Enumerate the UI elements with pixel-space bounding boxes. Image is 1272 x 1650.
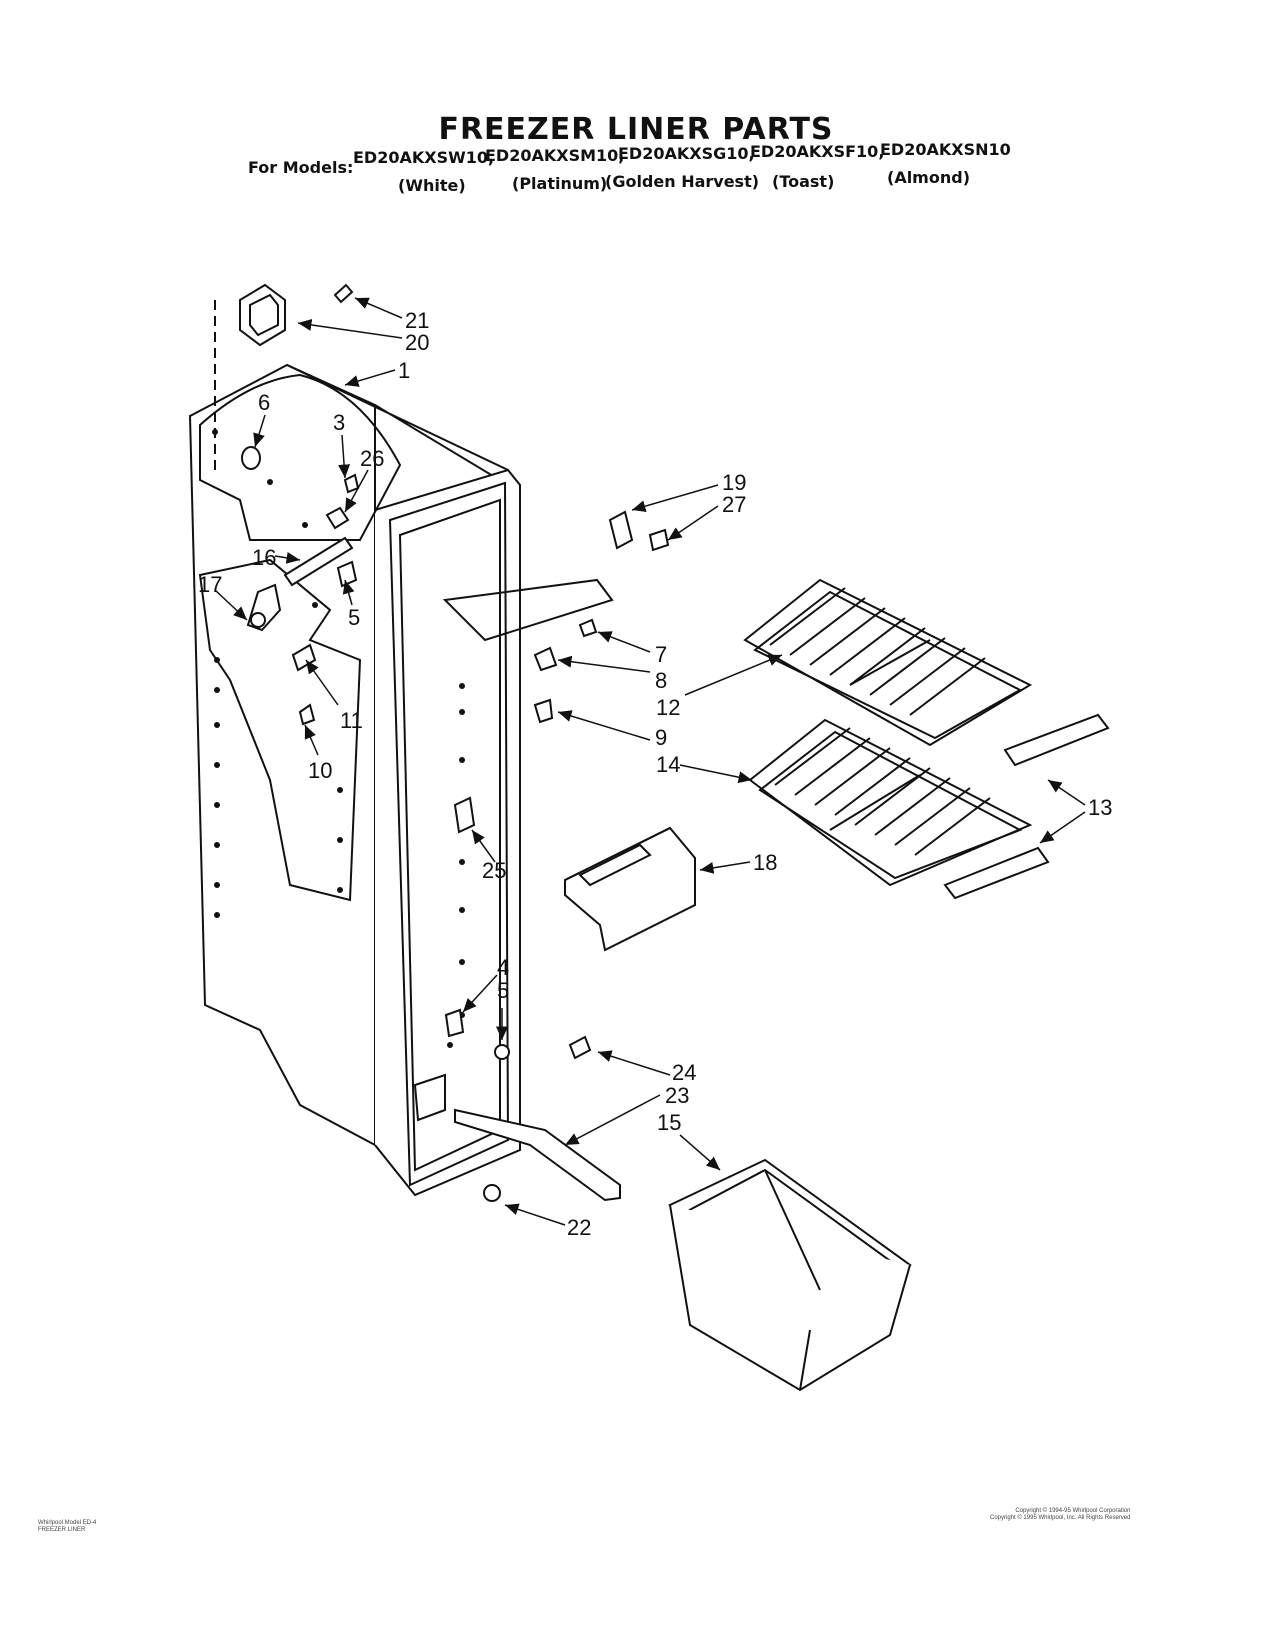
footer-right-line1: Copyright © 1994-95 Whirlpool Corporatio… — [1015, 1508, 1131, 1514]
freezer-shelf-upper — [743, 578, 1033, 747]
callout-numbers: 21 20 1 6 3 26 16 17 5 11 10 19 27 7 8 1… — [198, 308, 1112, 1240]
callout-21: 21 — [405, 308, 429, 333]
bottom-rail — [454, 1108, 621, 1202]
shelf-rails — [943, 713, 1110, 900]
callout-11: 11 — [340, 708, 363, 733]
footer-right-line2: Copyright © 1995 Whirlpool, Inc. All Rig… — [990, 1515, 1131, 1521]
ice-bin-shelf — [564, 826, 696, 952]
light-lens — [241, 446, 261, 470]
callout-24: 24 — [672, 1060, 696, 1085]
callout-14: 14 — [656, 752, 680, 777]
screw — [333, 283, 354, 304]
callout-23: 23 — [665, 1083, 689, 1108]
model-color-toast: (Toast) — [772, 172, 835, 191]
callout-7: 7 — [655, 642, 667, 667]
callout-5-lower: 5 — [497, 978, 509, 1003]
callout-13: 13 — [1088, 795, 1112, 820]
callout-19: 19 — [722, 470, 746, 495]
model-code-toast: ED20AKXSF10, — [750, 142, 885, 161]
shelf-supports-upper — [246, 473, 360, 726]
model-code-platinum: ED20AKXSM10, — [485, 146, 625, 165]
footer-left-line1: Whirlpool Model ED-4 — [38, 1520, 97, 1526]
callout-1: 1 — [398, 358, 410, 383]
model-code-golden-harvest: ED20AKXSG10, — [618, 144, 755, 163]
model-color-platinum: (Platinum) — [512, 174, 608, 193]
callout-27: 27 — [722, 492, 746, 517]
callout-17: 17 — [198, 572, 222, 597]
door-side-parts — [442, 510, 670, 1060]
footer-left: Whirlpool Model ED-4 FREEZER LINER — [38, 1520, 96, 1534]
model-code-white: ED20AKXSW10, — [353, 148, 495, 167]
callout-20: 20 — [405, 330, 429, 355]
model-color-golden-harvest: (Golden Harvest) — [605, 172, 760, 191]
callout-9: 9 — [655, 725, 667, 750]
callout-22: 22 — [567, 1215, 591, 1240]
callout-4: 4 — [497, 955, 509, 980]
callout-8: 8 — [655, 668, 667, 693]
callout-18: 18 — [753, 850, 777, 875]
callout-26: 26 — [360, 446, 384, 471]
callout-5: 5 — [348, 605, 360, 630]
freezer-liner — [188, 363, 521, 1197]
model-code-almond: ED20AKXSN10 — [880, 140, 1011, 159]
thermostat-control-housing — [214, 283, 286, 470]
model-color-white: (White) — [398, 176, 466, 195]
callout-15: 15 — [657, 1110, 681, 1135]
liner-mounting-holes — [212, 429, 465, 1048]
for-models-label: For Models: — [248, 158, 354, 177]
footer-left-line2: FREEZER LINER — [38, 1527, 86, 1533]
callout-10: 10 — [308, 758, 332, 783]
freezer-shelf-lower — [748, 718, 1033, 887]
footer-right: Copyright © 1994-95 Whirlpool Corporatio… — [990, 1508, 1130, 1522]
callout-25: 25 — [482, 858, 506, 883]
callout-3: 3 — [333, 410, 345, 435]
freezer-basket — [668, 1158, 912, 1392]
callout-leaders — [214, 297, 1086, 1226]
model-color-almond: (Almond) — [887, 168, 970, 187]
page-title: FREEZER LINER PARTS — [438, 112, 834, 147]
callout-6: 6 — [258, 390, 270, 415]
callout-16: 16 — [252, 545, 276, 570]
callout-12: 12 — [656, 695, 680, 720]
